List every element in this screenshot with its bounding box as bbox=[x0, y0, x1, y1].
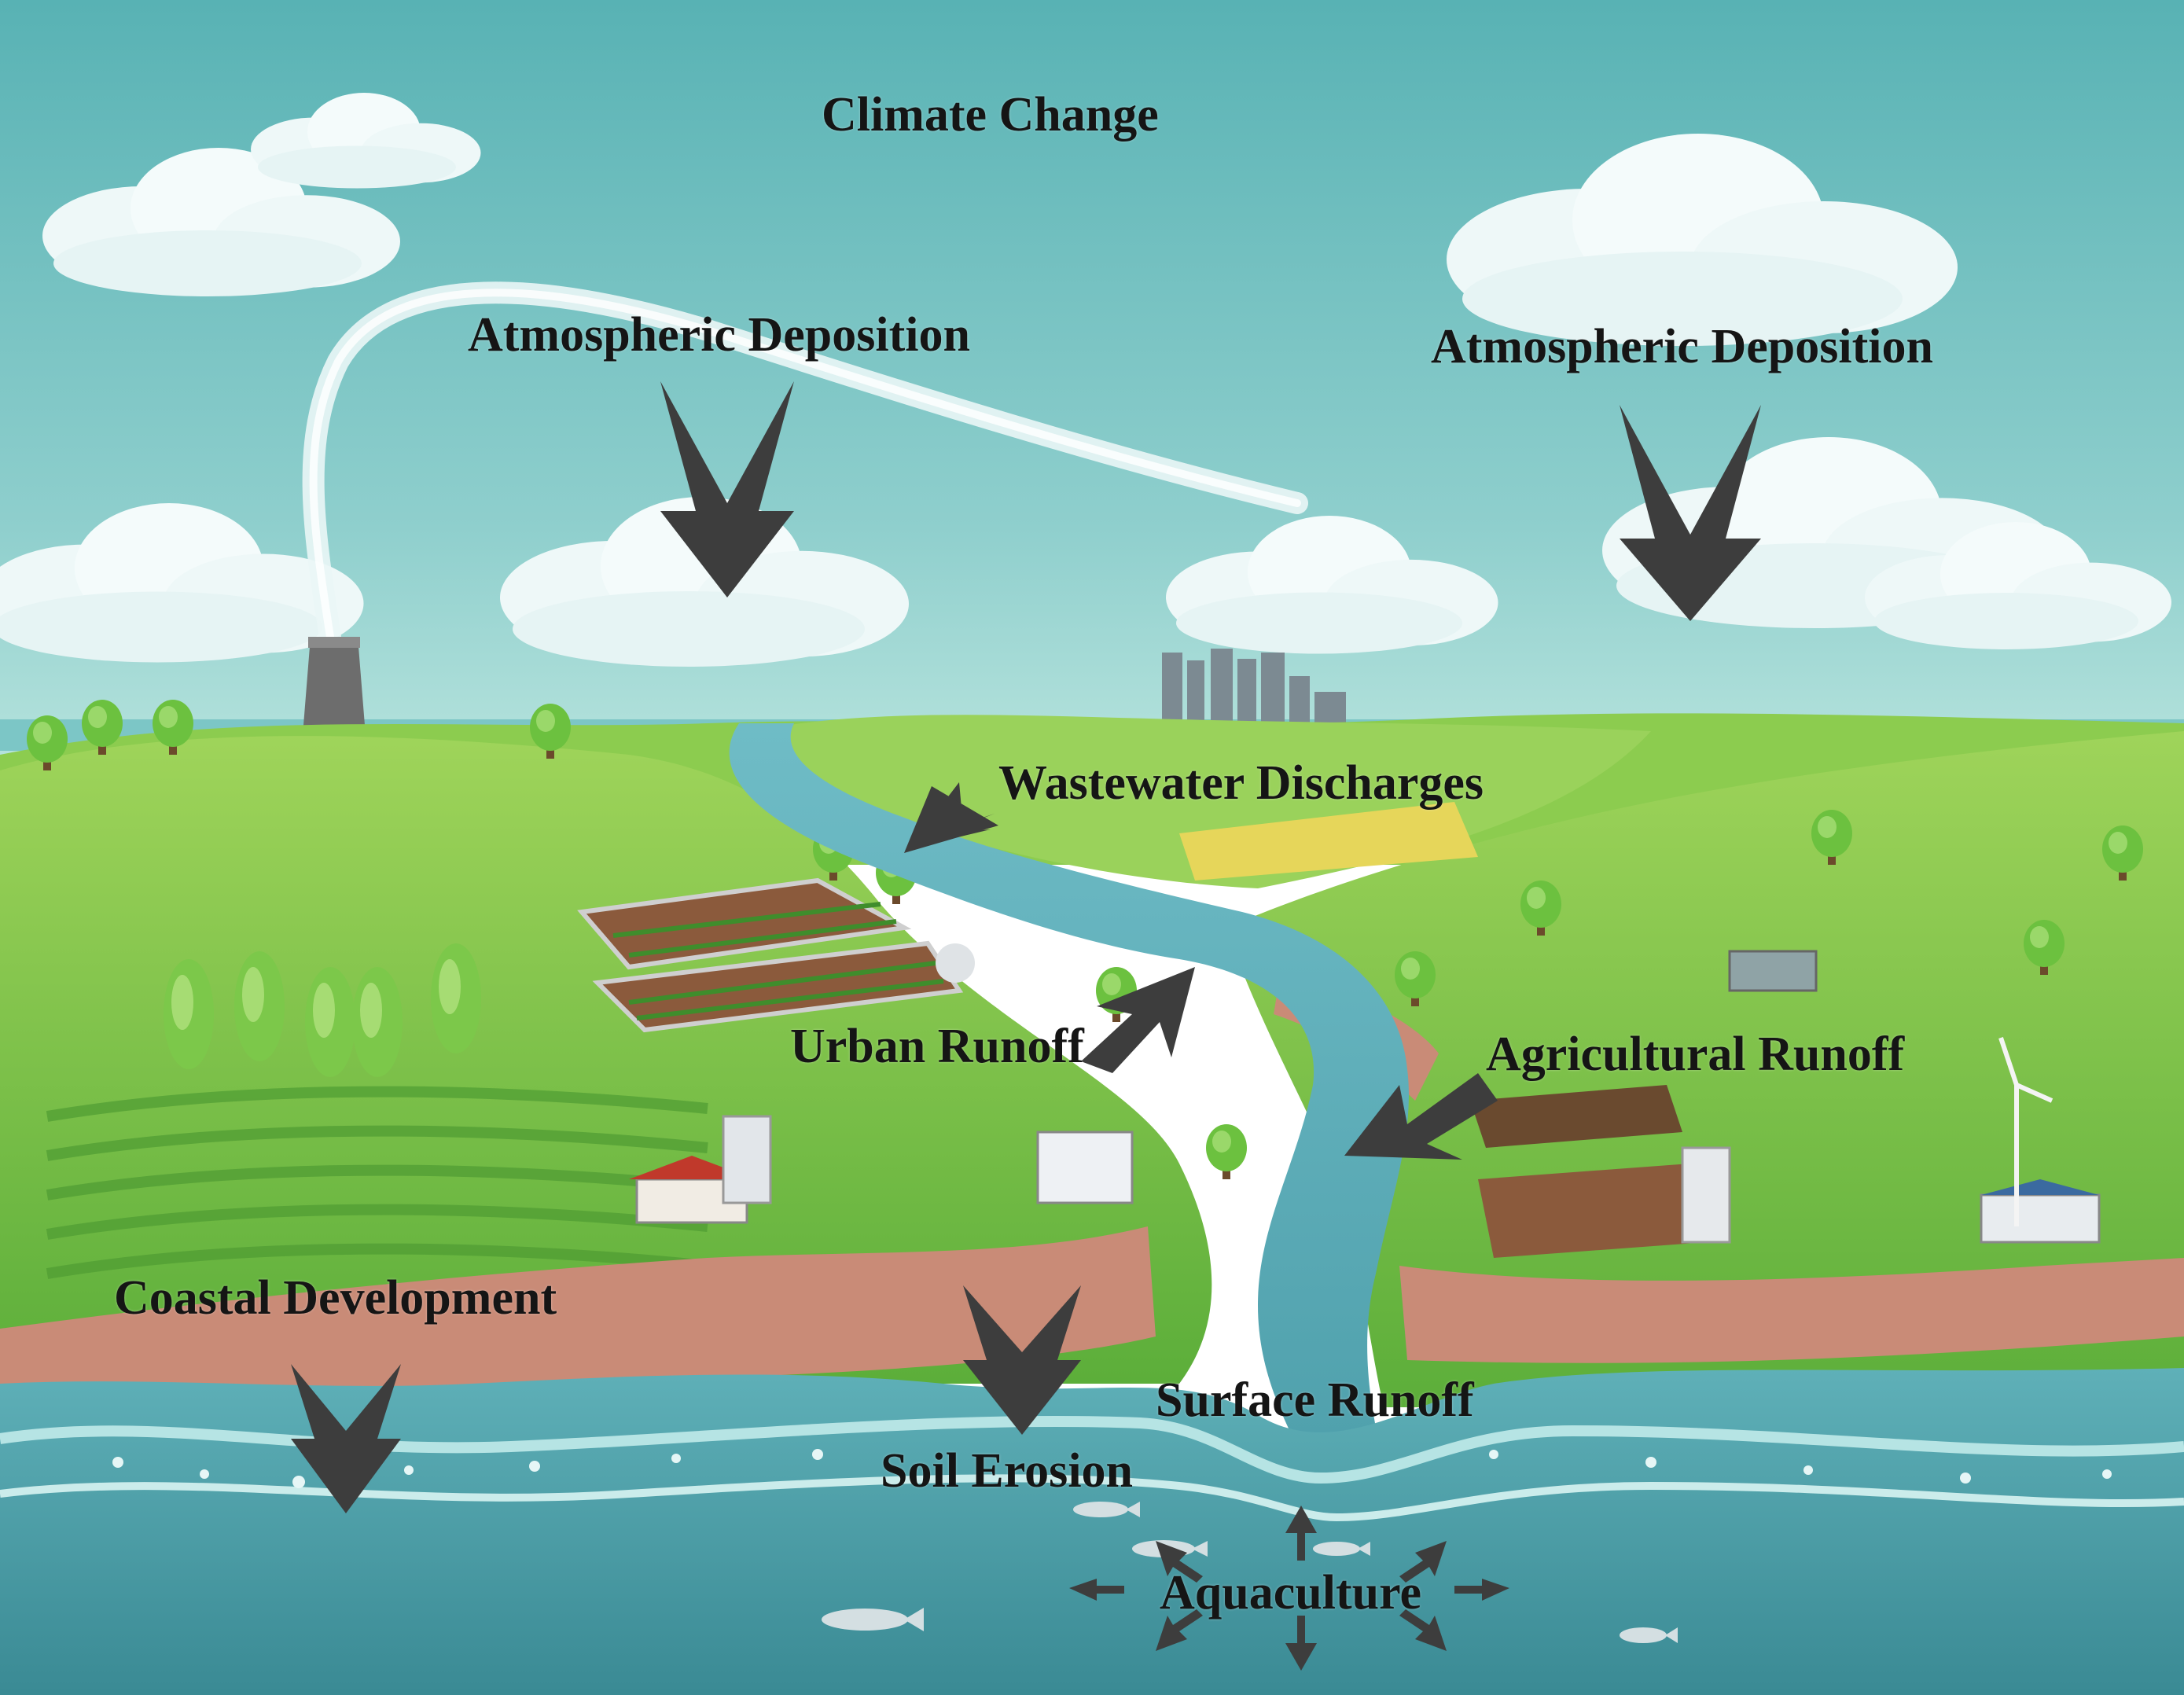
wind-turbine-icon bbox=[1998, 1037, 2053, 1226]
crop-stripes bbox=[612, 902, 944, 1020]
label-agricultural-runoff: Agricultural Runoff bbox=[1486, 1028, 1905, 1081]
crop-fields-plots bbox=[577, 802, 1706, 1258]
river bbox=[729, 723, 1409, 1462]
cliff-right bbox=[1399, 1258, 2184, 1363]
arrow-urban-runoff bbox=[1081, 967, 1195, 1073]
sea-wave-2 bbox=[0, 1474, 2184, 1522]
label-surface-runoff: Surface Runoff bbox=[1156, 1373, 1474, 1427]
label-coastal-development: Coastal Development bbox=[114, 1271, 557, 1325]
arrows bbox=[291, 381, 1761, 1671]
arrow-down-atm-right bbox=[1620, 405, 1761, 621]
label-aquaculture: Aquaculture bbox=[1160, 1566, 1422, 1620]
sea-bubbles bbox=[112, 1449, 2112, 1488]
label-climate-change: Climate Change bbox=[822, 88, 1159, 142]
land-left bbox=[0, 736, 1212, 1384]
crop-rows bbox=[46, 1086, 708, 1279]
fish-icon bbox=[822, 1502, 1678, 1643]
arrow-down-coastal bbox=[291, 1364, 401, 1513]
label-urban-runoff: Urban Runoff bbox=[790, 1020, 1084, 1073]
arrow-down-soil-erosion bbox=[963, 1285, 1081, 1435]
label-wastewater-discharges: Wastewater Discharges bbox=[998, 756, 1484, 810]
arrow-agricultural-runoff bbox=[1344, 1073, 1498, 1160]
cooling-tower-icon bbox=[303, 637, 366, 735]
land-right bbox=[1226, 731, 2184, 1407]
label-soil-erosion: Soil Erosion bbox=[881, 1444, 1134, 1498]
cliff-left bbox=[0, 1226, 1156, 1399]
label-atmospheric-deposition-right: Atmospheric Deposition bbox=[1431, 320, 1933, 373]
label-atmospheric-deposition-left: Atmospheric Deposition bbox=[468, 308, 970, 362]
arrows-aquaculture bbox=[1069, 1506, 1509, 1671]
arrow-down-atm-left bbox=[660, 381, 794, 597]
farm-buildings bbox=[629, 943, 2101, 1244]
